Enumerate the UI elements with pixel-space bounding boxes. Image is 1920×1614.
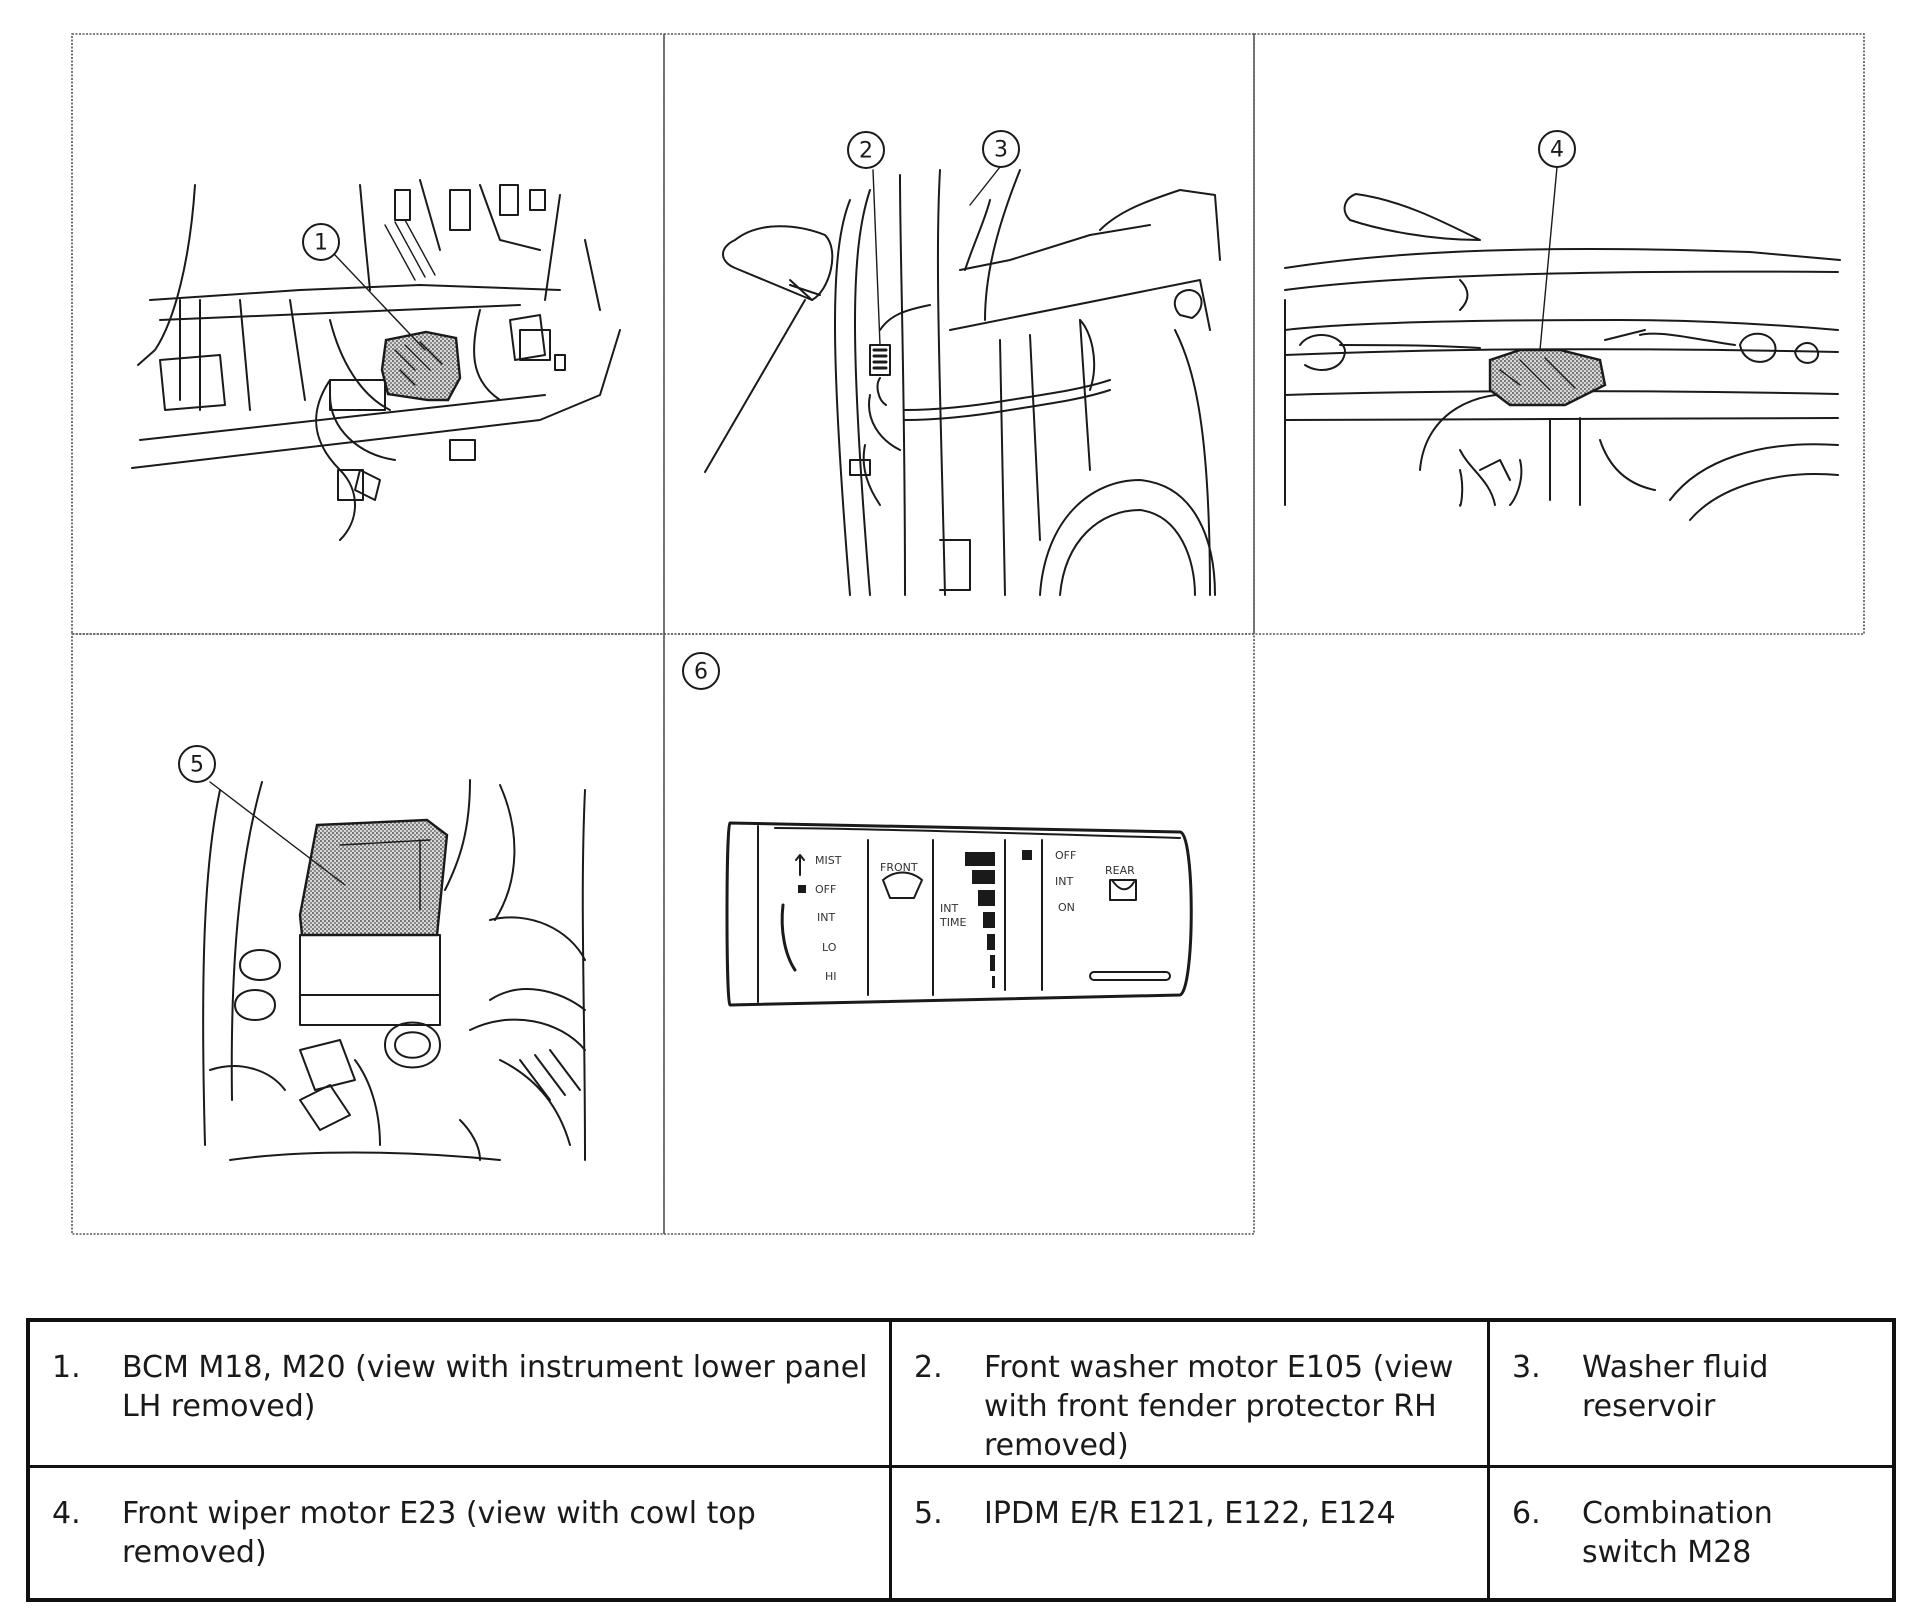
switch-label-hi: HI <box>825 970 837 983</box>
switch-label-int-time-1: INT <box>940 902 958 915</box>
component-location-diagram: MIST OFF INT LO HI FRONT INT TIME OFF IN… <box>71 33 1865 1235</box>
switch-label-rear-off: OFF <box>1055 849 1076 862</box>
callout-1-leader <box>334 254 426 351</box>
panel-bcm-border <box>71 33 665 635</box>
panel-washer-border <box>663 33 1255 635</box>
washer-illustration <box>704 166 1221 596</box>
callout-5: 5 <box>178 745 216 783</box>
ipdm-illustration <box>202 779 586 1161</box>
callout-4-number: 4 <box>1550 138 1564 163</box>
callout-3: 3 <box>982 130 1020 168</box>
callout-3-number: 3 <box>994 138 1008 163</box>
legend-number: 3. <box>1512 1350 1541 1385</box>
callout-6: 6 <box>682 652 720 690</box>
legend-number: 2. <box>914 1350 943 1385</box>
switch-label-rear-on: ON <box>1058 901 1075 914</box>
int-time-bars <box>965 852 995 988</box>
legend-description: BCM M18, M20 (view with instrument lower… <box>122 1350 868 1424</box>
callout-1: 1 <box>302 223 340 261</box>
switch-label-mist: MIST <box>815 854 842 867</box>
wiper-motor-illustration <box>1284 166 1841 521</box>
callout-3-leader <box>969 166 1001 206</box>
switch-label-rear-int: INT <box>1055 875 1073 888</box>
legend-number: 6. <box>1512 1496 1541 1531</box>
combination-switch-illustration: MIST OFF INT LO HI FRONT INT TIME OFF IN… <box>725 821 1193 1007</box>
legend-description: Front wiper motor E23 (view with cowl to… <box>122 1496 756 1570</box>
legend-item-3: 3. Washer fluid reservoir <box>1490 1322 1892 1468</box>
bcm-unit <box>380 330 462 402</box>
callout-2: 2 <box>847 131 885 169</box>
panel-ipdm-border <box>71 633 665 1235</box>
legend-number: 4. <box>52 1496 81 1531</box>
switch-label-int-time-2: TIME <box>939 916 966 929</box>
callout-4: 4 <box>1538 130 1576 168</box>
switch-label-lo: LO <box>822 941 837 954</box>
legend-number: 5. <box>914 1496 943 1531</box>
legend-item-2: 2. Front washer motor E105 (view with fr… <box>892 1322 1490 1468</box>
legend-description: Front washer motor E105 (view with front… <box>984 1350 1454 1463</box>
legend-description: Combination switch M28 <box>1582 1496 1773 1570</box>
ipdm-er-unit <box>298 818 449 937</box>
wiper-motor-unit <box>1488 348 1607 407</box>
switch-label-int: INT <box>817 911 835 924</box>
switch-label-rear: REAR <box>1105 864 1135 877</box>
callout-1-number: 1 <box>314 231 328 256</box>
callout-2-number: 2 <box>859 139 873 164</box>
legend-description: Washer fluid reservoir <box>1582 1350 1769 1424</box>
legend-item-4: 4. Front wiper motor E23 (view with cowl… <box>30 1468 892 1598</box>
legend-item-5: 5. IPDM E/R E121, E122, E124 <box>892 1468 1490 1598</box>
switch-label-off: OFF <box>815 883 836 896</box>
legend-description: IPDM E/R E121, E122, E124 <box>984 1496 1396 1531</box>
legend-item-1: 1. BCM M18, M20 (view with instrument lo… <box>30 1322 892 1468</box>
callout-6-number: 6 <box>694 660 708 685</box>
panel-combination-switch-border <box>663 633 1255 1235</box>
switch-label-front: FRONT <box>880 861 918 874</box>
panel-wiper-motor-border <box>1253 33 1865 635</box>
callout-4-leader <box>1539 166 1558 351</box>
legend-table: 1. BCM M18, M20 (view with instrument lo… <box>26 1318 1896 1602</box>
callout-2-leader <box>872 169 881 346</box>
bcm-illustration <box>131 179 621 541</box>
callout-5-number: 5 <box>190 753 204 778</box>
legend-number: 1. <box>52 1350 81 1385</box>
legend-item-6: 6. Combination switch M28 <box>1490 1468 1892 1598</box>
callout-5-leader <box>209 781 346 886</box>
